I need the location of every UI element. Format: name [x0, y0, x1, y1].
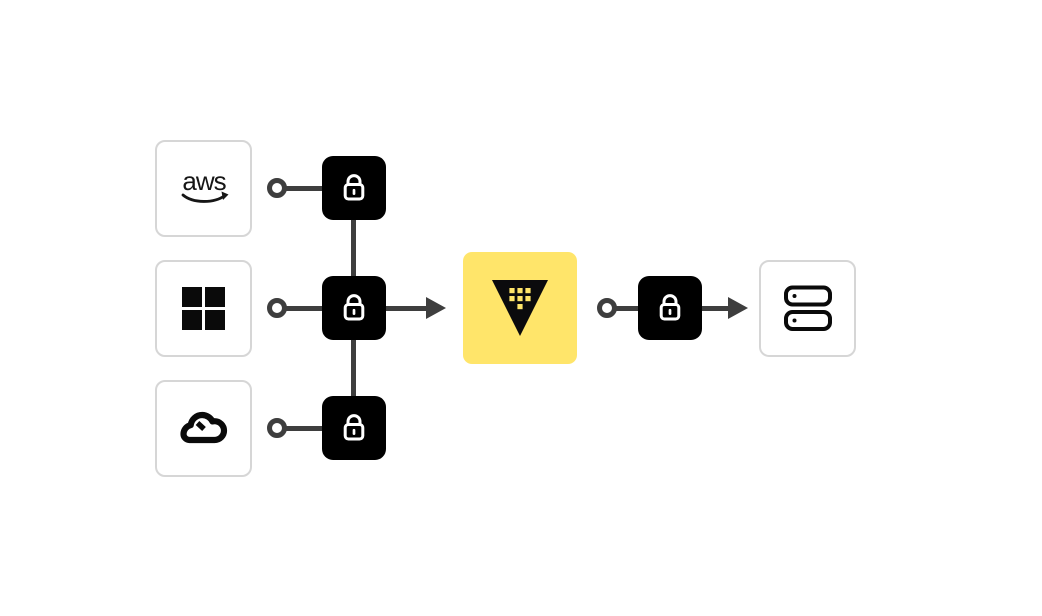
connector-line	[284, 306, 322, 311]
lock-icon	[659, 294, 681, 321]
aws-node: aws	[155, 140, 252, 237]
aws-swoosh-arrow	[221, 191, 228, 200]
vault-tiles	[509, 288, 531, 310]
arrowhead	[426, 297, 446, 319]
microsoft-logo-square	[182, 287, 202, 307]
connector-line	[284, 186, 322, 191]
microsoft-node	[155, 260, 252, 357]
microsoft-logo-square	[182, 310, 202, 330]
cloud-icon	[179, 411, 227, 443]
encryption-lock-node	[322, 156, 386, 220]
connector-line	[614, 306, 638, 311]
connector-line	[386, 306, 428, 311]
vault-logo-icon	[492, 280, 548, 336]
arrowhead	[728, 297, 748, 319]
lock-icon	[343, 294, 365, 321]
microsoft-logo-icon	[182, 287, 225, 330]
lock-icon	[343, 174, 365, 201]
aws-logo-text: aws	[182, 169, 226, 196]
encryption-lock-node	[638, 276, 702, 340]
aws-swoosh	[181, 193, 226, 203]
microsoft-logo-square	[205, 310, 225, 330]
server-icon	[783, 285, 832, 331]
lock-icon	[343, 414, 365, 441]
encryption-lock-node	[322, 396, 386, 460]
server-node	[759, 260, 856, 357]
cloud-node	[155, 380, 252, 477]
connector-line	[284, 426, 322, 431]
microsoft-logo-square	[205, 287, 225, 307]
encryption-lock-node	[322, 276, 386, 340]
connector-line	[702, 306, 730, 311]
vault-node	[463, 252, 577, 364]
cloud-arrow	[195, 420, 206, 431]
connector-line	[351, 340, 356, 396]
connector-line	[351, 220, 356, 276]
aws-logo-icon: aws	[181, 169, 228, 203]
cloud-outline	[179, 411, 227, 443]
